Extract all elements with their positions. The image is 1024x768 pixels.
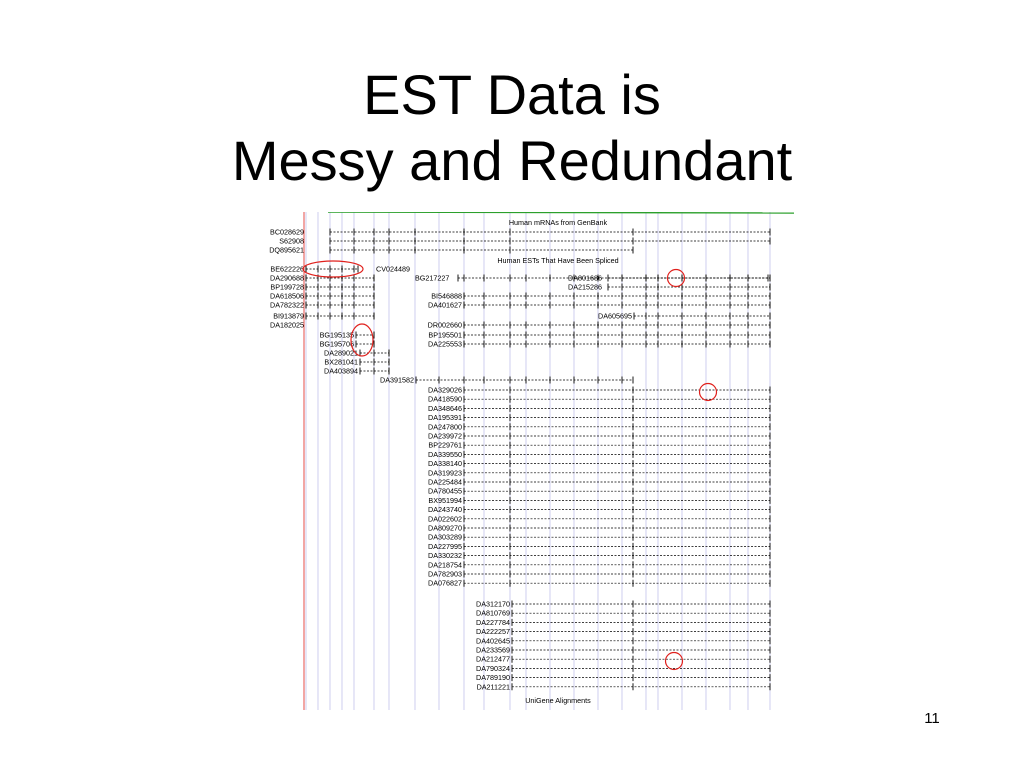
- highlight-circle: [664, 651, 684, 671]
- title-line-1: EST Data is: [363, 63, 661, 126]
- slide-page-number: 11: [924, 710, 940, 727]
- est-label: DA211221: [477, 682, 510, 691]
- est-label: DA290688: [270, 274, 304, 283]
- est-label: DA076827: [428, 579, 462, 588]
- est-label: BG217227: [415, 274, 449, 283]
- est-label: DA182025: [270, 321, 304, 330]
- est-label: BI546888: [431, 292, 462, 301]
- est-label: DA222257: [476, 627, 510, 636]
- mrna-label: BC028629: [270, 228, 304, 237]
- section-title-unigene: UniGene Alignments: [525, 696, 591, 705]
- est-label: DR002660: [428, 321, 462, 330]
- est-label: DA239972: [428, 432, 462, 441]
- est-label: DA338140: [428, 459, 462, 468]
- est-label: DA782903: [428, 570, 462, 579]
- mrna-label: S62908: [279, 237, 304, 246]
- est-label: DA403894: [324, 367, 358, 376]
- section-title-mrna: Human mRNAs from GenBank: [509, 218, 608, 227]
- title-line-2: Messy and Redundant: [231, 129, 793, 192]
- est-label: DA212477: [476, 655, 510, 664]
- est-label: DA022602: [428, 514, 462, 523]
- highlight-ellipse: [302, 260, 364, 278]
- est-label: BG195135: [320, 331, 354, 340]
- est-label: DA303289: [428, 533, 462, 542]
- highlight-circle: [698, 382, 718, 402]
- est-label: DA618506: [270, 292, 304, 301]
- top-coverage-bar: [327, 212, 794, 214]
- est-label: BG195706: [320, 340, 354, 349]
- est-label: DA312170: [476, 600, 510, 609]
- est-label: DA790324: [476, 664, 510, 673]
- est-label: DA289021: [324, 349, 358, 358]
- est-label: DA348646: [428, 404, 462, 413]
- est-label: BP195501: [428, 331, 462, 340]
- est-label: DA225553: [428, 340, 462, 349]
- est-label: BP229761: [428, 441, 462, 450]
- est-label: DA418590: [428, 395, 462, 404]
- est-label: DA225484: [428, 478, 462, 487]
- est-label: BX281041: [324, 358, 358, 367]
- est-label: DA218754: [428, 560, 462, 569]
- est-label: DA789190: [476, 673, 510, 682]
- mrna-label: DQ895621: [269, 246, 304, 255]
- est-label: DA810769: [476, 609, 510, 618]
- est-label: DA809270: [428, 524, 462, 533]
- est-label: DA227995: [428, 542, 462, 551]
- est-label: DA329026: [428, 386, 462, 395]
- section-title-est: Human ESTs That Have Been Spliced: [497, 256, 618, 265]
- est-label: DA401627: [428, 301, 462, 310]
- est-label: DA243740: [428, 505, 462, 514]
- est-label: DA402645: [476, 636, 510, 645]
- est-label: CV024489: [376, 265, 410, 274]
- est-label: DA247800: [428, 422, 462, 431]
- est-label: DA780455: [428, 487, 462, 496]
- est-label: DA330232: [428, 551, 462, 560]
- est-label: DA801686: [568, 274, 602, 283]
- est-label: DA215286: [568, 283, 602, 292]
- est-label: DA339550: [428, 450, 462, 459]
- est-label: DA782322: [270, 301, 304, 310]
- est-label: DA233569: [476, 646, 510, 655]
- est-label: BI913879: [273, 312, 304, 321]
- est-label: DA227784: [476, 618, 510, 627]
- est-label: DA391582: [380, 376, 414, 385]
- est-label: BX951994: [428, 496, 462, 505]
- est-label: DA195391: [428, 413, 462, 422]
- highlight-ellipse: [350, 323, 374, 357]
- slide-title: EST Data is Messy and Redundant: [0, 62, 1024, 194]
- est-label: DA605695: [598, 312, 632, 321]
- est-label: BE622226: [270, 265, 304, 274]
- est-label: DA319923: [428, 468, 462, 477]
- highlight-circle: [666, 268, 686, 288]
- est-alignment-tracks: Human mRNAs from GenBankBC028629S62908DQ…: [269, 212, 794, 710]
- est-label: BP199728: [270, 283, 304, 292]
